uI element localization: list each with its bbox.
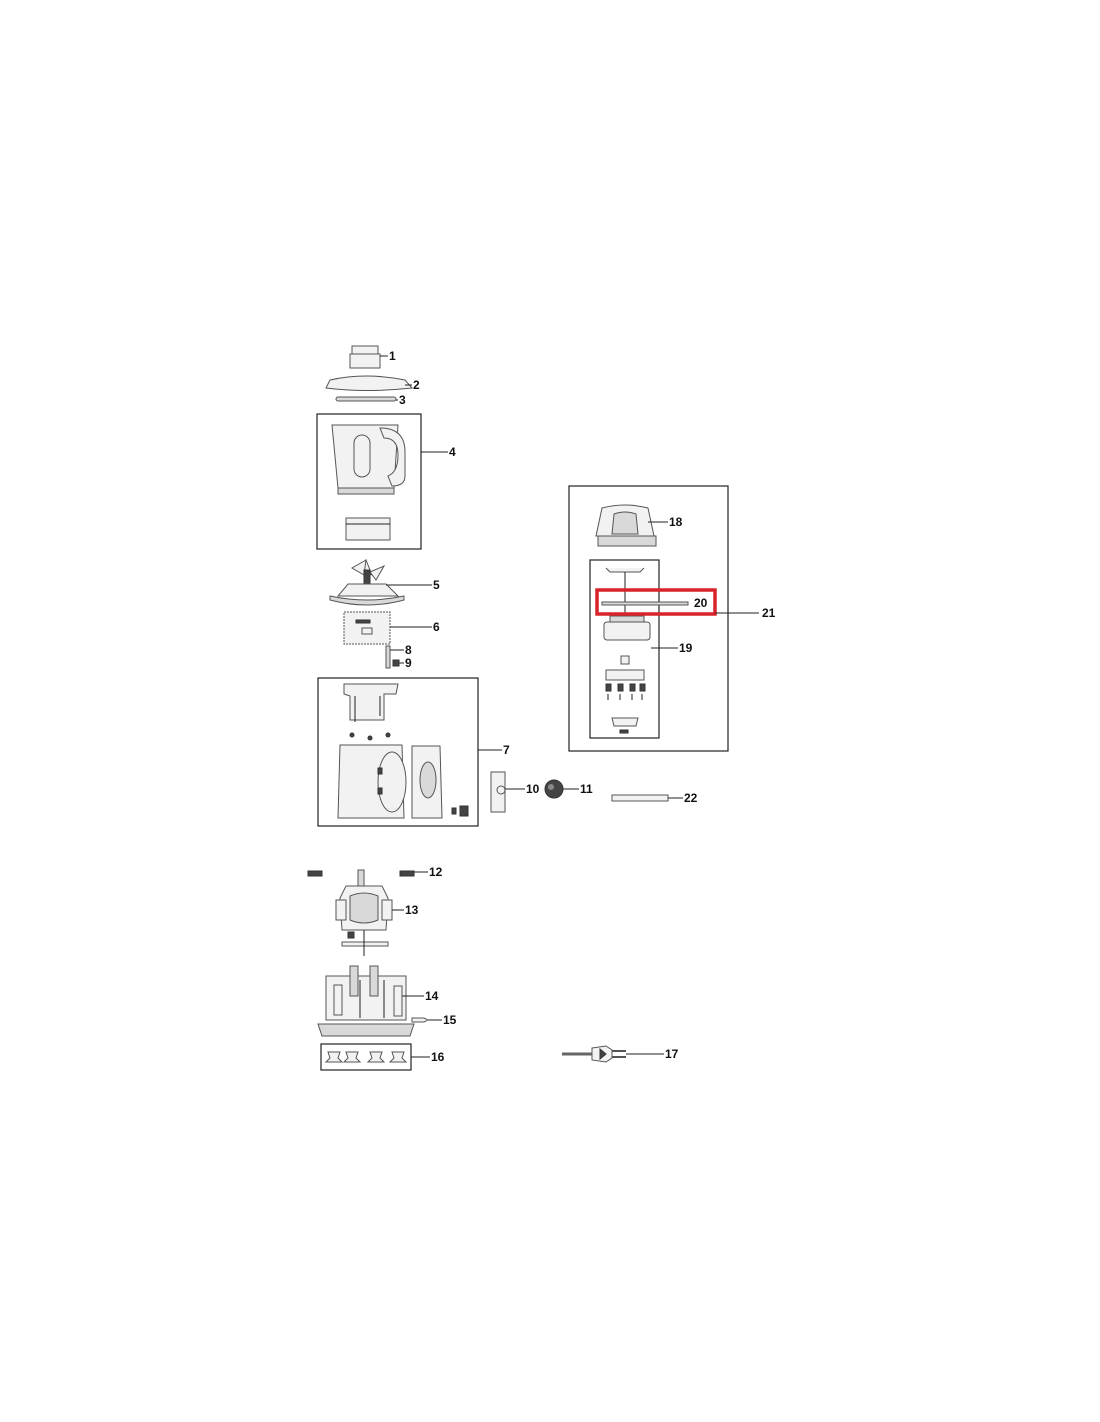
part-2-lid: 2 [325,375,420,392]
label-7: 7 [503,743,510,757]
highlight-box [595,588,717,616]
part-7-motor-housing: 7 [317,677,510,827]
label-20: 20 [694,596,708,610]
label-15: 15 [443,1013,457,1027]
part-20-blade-disc: 20 [595,588,717,616]
part-17-power-plug: 17 [562,1045,679,1063]
label-9: 9 [405,656,412,670]
part-14-base: 14 [317,965,439,1037]
label-17: 17 [665,1047,679,1061]
label-3: 3 [399,393,406,407]
label-19: 19 [679,641,693,655]
label-6: 6 [433,620,440,634]
label-2: 2 [413,378,420,392]
part-9-nut: 9 [392,656,412,670]
part-11-knob: 11 [544,779,593,799]
label-13: 13 [405,903,419,917]
part-18-grinder-cup: 18 [595,504,683,547]
part-15-screw: 15 [411,1013,457,1027]
part-8-shaft: 8 [385,643,412,669]
part-13-motor: 13 [335,869,419,956]
part-5-blade-assembly: 5 [329,558,440,606]
label-1: 1 [389,349,396,363]
label-4: 4 [449,445,456,459]
part-1-lid-cap: 1 [349,345,396,369]
label-14: 14 [425,989,439,1003]
label-12: 12 [429,865,443,879]
part-4-jar: 4 [316,413,456,550]
label-18: 18 [669,515,683,529]
part-6-coupling-block: 6 [343,611,440,645]
label-5: 5 [433,578,440,592]
part-19-grinder-base: 19 [589,559,693,739]
part-10-switch-plate: 10 [490,771,540,813]
part-16-rubber-feet: 16 [320,1043,445,1071]
label-10: 10 [526,782,540,796]
label-22: 22 [684,791,698,805]
part-3-gasket: 3 [335,393,406,407]
label-16: 16 [431,1050,445,1064]
part-22-rod: 22 [611,791,698,805]
label-8: 8 [405,643,412,657]
label-11: 11 [580,782,593,796]
part-21-grinder-assembly: 18 19 20 21 [568,485,776,752]
part-12-carbon-brushes: 12 [307,865,443,879]
label-21: 21 [762,606,776,620]
